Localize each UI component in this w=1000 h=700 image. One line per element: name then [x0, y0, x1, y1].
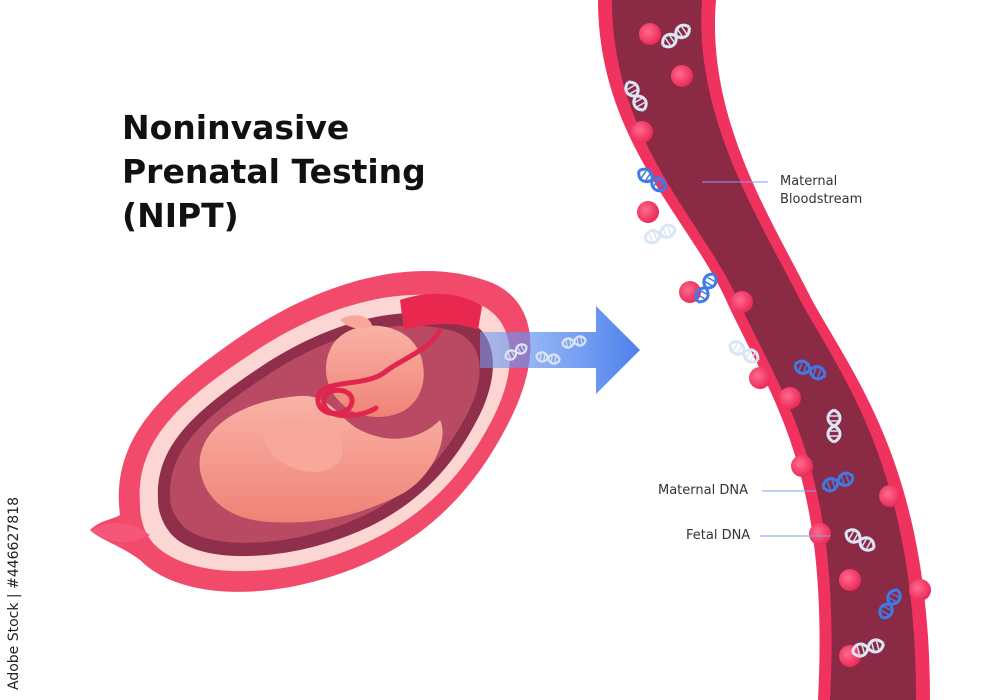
- blood-cell: [809, 523, 831, 545]
- blood-vessel: [598, 0, 930, 700]
- blood-cell: [791, 455, 813, 477]
- fetus: [199, 315, 443, 523]
- fetal-dna-strand: [504, 343, 528, 361]
- maternal-dna-strand: [793, 359, 827, 381]
- maternal-bloodstream-label-1: Maternal: [780, 174, 838, 189]
- arrow-shape: [480, 306, 640, 394]
- maternal-dna-strand: [637, 167, 667, 193]
- maternal-dna-label: Maternal DNA: [658, 483, 748, 498]
- stock-watermark: Adobe Stock | #446627818: [6, 497, 22, 690]
- fetal-dna-strand: [643, 223, 677, 245]
- title-line-1: Noninvasive: [122, 108, 350, 147]
- arrow-dna-strands: [504, 335, 587, 365]
- fetal-dna-strand: [561, 335, 587, 349]
- blood-cell: [839, 569, 861, 591]
- fetal-dna-strand: [844, 528, 876, 552]
- blood-cell: [879, 485, 901, 507]
- blood-cell: [637, 201, 659, 223]
- maternal-dna-strand: [821, 471, 855, 493]
- fetal-dna-strand: [728, 340, 760, 364]
- fetus-foot: [340, 315, 372, 329]
- dna-strands: [624, 23, 902, 658]
- fetal-dna-strand: [624, 80, 648, 112]
- umbilical-cord: [315, 327, 443, 419]
- maternal-bloodstream-label-2: Bloodstream: [780, 192, 863, 207]
- title-line-2: Prenatal Testing: [122, 152, 426, 191]
- placenta: [400, 293, 482, 330]
- fetus-leg: [262, 417, 343, 472]
- fetal-dna-strand: [661, 23, 691, 49]
- blood-cell: [631, 121, 653, 143]
- blood-cell: [639, 23, 661, 45]
- blood-cell: [749, 367, 771, 389]
- blood-cell: [671, 65, 693, 87]
- maternal-dna-strand: [878, 588, 902, 620]
- fetal-dna-strand: [826, 408, 842, 444]
- blood-cells: [631, 23, 931, 667]
- cervix: [90, 523, 150, 542]
- dna-transfer-arrow: [480, 306, 640, 394]
- title-line-3: (NIPT): [122, 196, 239, 235]
- fetal-dna-strand: [851, 638, 885, 658]
- blood-cell: [839, 645, 861, 667]
- vessel-lumen: [612, 0, 916, 700]
- maternal-dna-strand: [694, 272, 718, 304]
- fetal-dna-strand: [535, 351, 561, 365]
- blood-cell: [779, 387, 801, 409]
- blood-cell: [731, 291, 753, 313]
- fetal-dna-label: Fetal DNA: [686, 528, 751, 543]
- blood-cell: [909, 579, 931, 601]
